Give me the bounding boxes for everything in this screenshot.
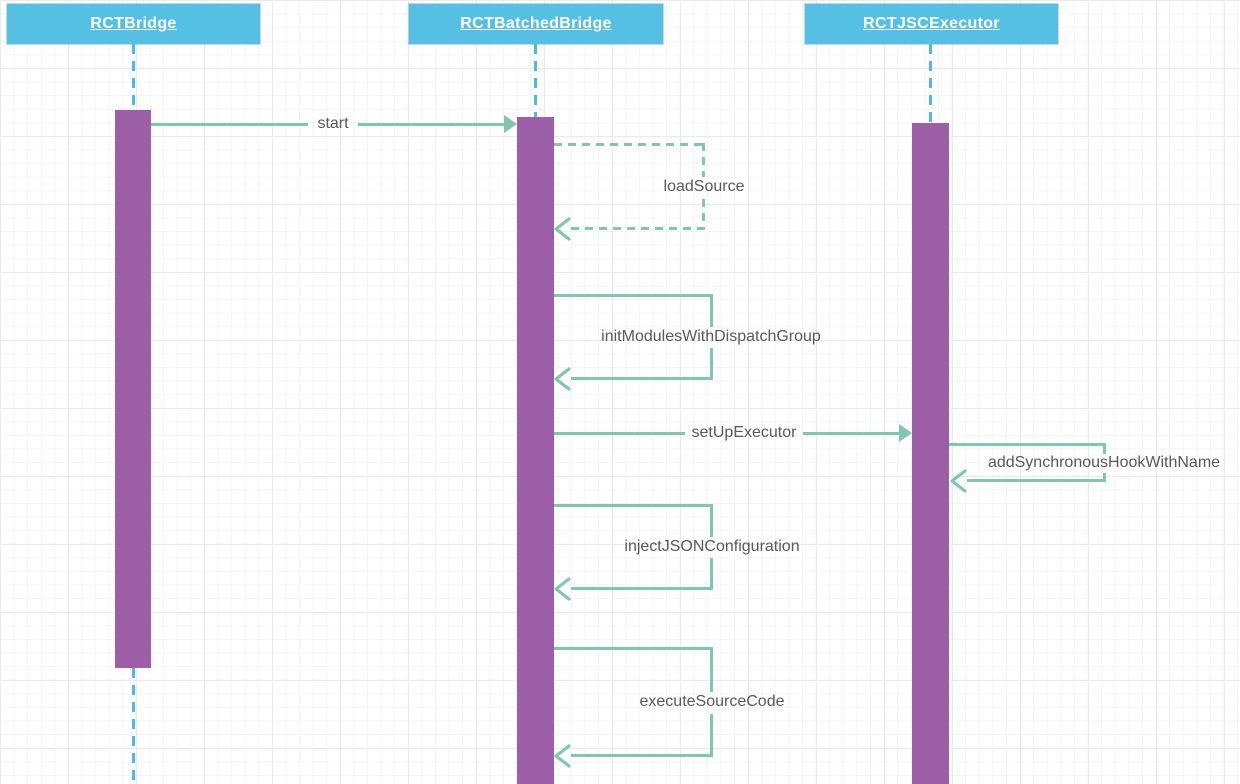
lifeline-rctbridge-lower [131,668,135,784]
message-injectjson-line [710,504,713,537]
message-executesource-line [710,714,713,754]
activation-bar-rctjscexecutor[interactable] [912,123,949,784]
message-loadsource-line [702,143,705,177]
message-initmodules-line [710,348,713,377]
lifeline-rctbatchedbridge [534,44,537,117]
open-arrowhead-icon [554,367,571,391]
activation-bar-rctbatchedbridge[interactable] [517,117,554,784]
message-loadsource-line [571,227,705,230]
message-loadsource-line [554,143,705,146]
message-addsynchook-line [967,479,1106,482]
participant-header-rctbridge[interactable]: RCTBridge [7,4,260,44]
message-setupexecutor-line [803,432,899,435]
message-setupexecutor-label[interactable]: setUpExecutor [691,424,797,441]
participant-header-rctjscexecutor[interactable]: RCTJSCExecutor [805,4,1058,44]
participant-label: RCTBatchedBridge [460,15,612,32]
message-initmodules-line [710,294,713,327]
message-addsynchook-line [1103,473,1106,479]
open-arrowhead-icon [554,577,571,601]
filled-arrowhead-icon [504,115,517,133]
message-injectjson-line [710,558,713,587]
open-arrowhead-icon [554,744,571,768]
message-setupexecutor-line [554,432,685,435]
message-injectjson-line [571,587,713,590]
message-addsynchook-line [1103,443,1106,454]
message-loadsource-line [702,199,705,228]
message-start-line [358,123,505,126]
lifeline-rctjscexecutor [929,44,932,123]
message-addsynchook-label[interactable]: addSynchronousHookWithName [987,454,1221,471]
message-injectjson-label[interactable]: injectJSONConfiguration [624,538,800,555]
activation-bar-rctbridge[interactable] [115,110,151,668]
message-start-line [151,123,308,126]
filled-arrowhead-icon [899,424,912,442]
participant-header-rctbatchedbridge[interactable]: RCTBatchedBridge [409,4,663,44]
message-initmodules-label[interactable]: initModulesWithDispatchGroup [601,328,821,345]
message-initmodules-line [571,377,713,380]
open-arrowhead-icon [950,469,967,493]
message-injectjson-line [554,504,713,507]
message-executesource-line [554,647,713,650]
message-executesource-label[interactable]: executeSourceCode [639,693,785,710]
message-executesource-line [710,647,713,692]
message-initmodules-line [554,294,713,297]
message-loadsource-label[interactable]: loadSource [663,178,745,195]
participant-label: RCTBridge [90,15,177,32]
message-start-label[interactable]: start [317,115,349,132]
message-executesource-line [571,754,713,757]
participant-label: RCTJSCExecutor [863,15,1000,32]
open-arrowhead-icon [554,217,571,241]
lifeline-rctbridge-upper [131,44,135,110]
message-addsynchook-line [949,443,1106,446]
